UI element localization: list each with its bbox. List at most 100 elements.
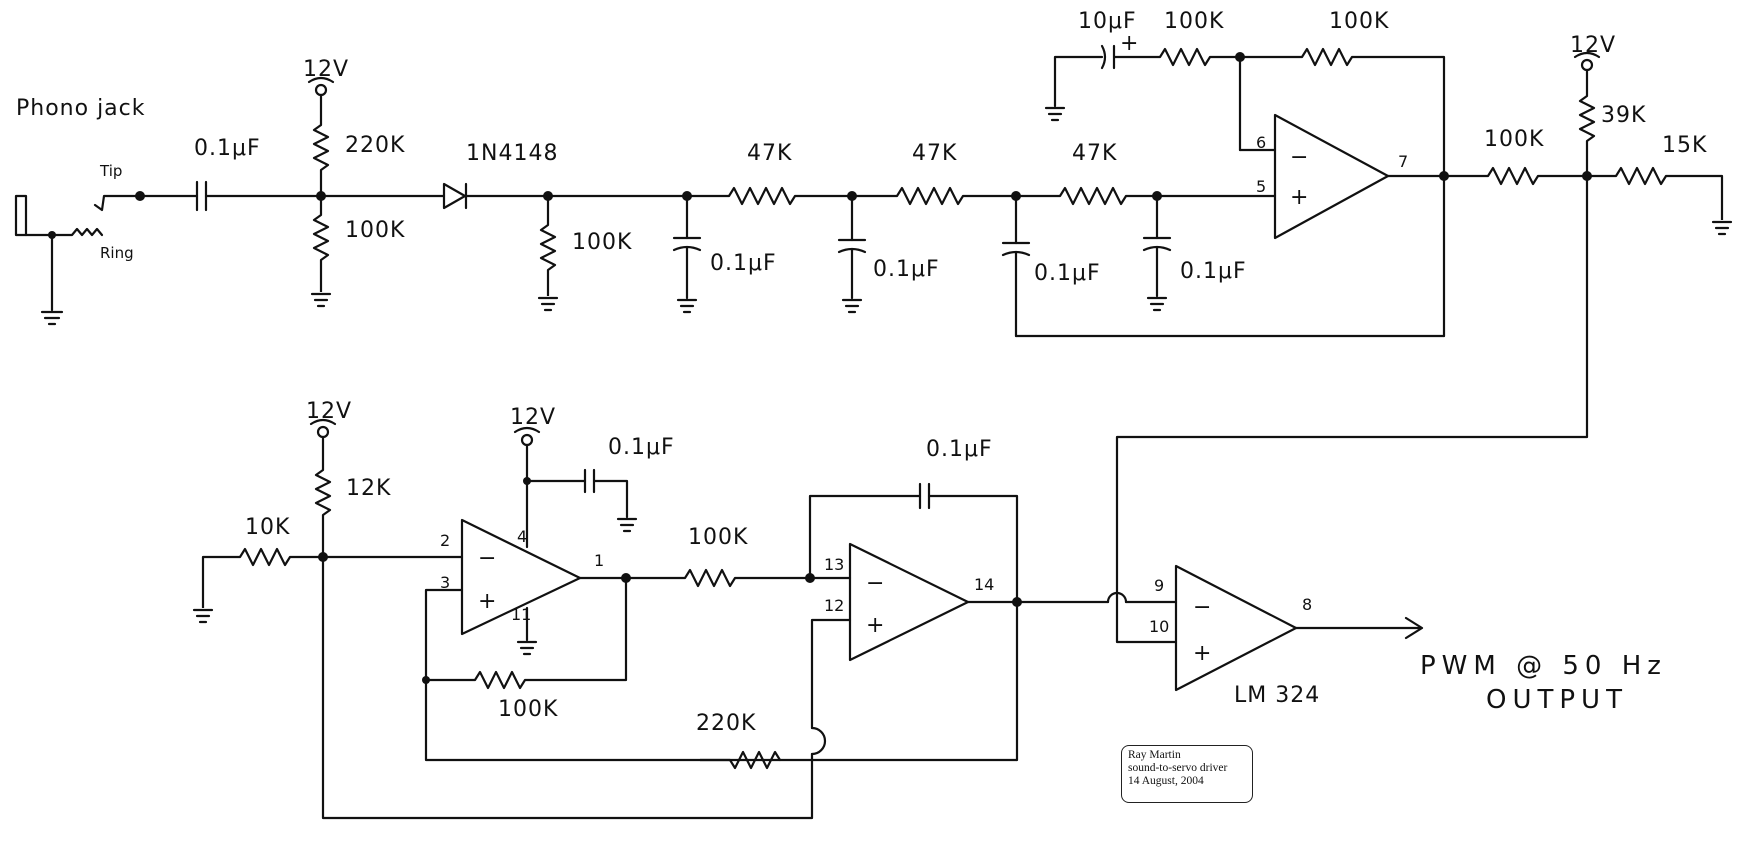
- resistor-39k: [1578, 70, 1596, 176]
- u4-pin-10: 10: [1149, 617, 1169, 636]
- u2-pin-2: 2: [440, 531, 450, 550]
- r-100k-fb-a-label: 100K: [1164, 9, 1224, 34]
- ground-load: [537, 296, 559, 312]
- ground-bias: [310, 292, 332, 308]
- capacitor-10uf: [1100, 44, 1116, 70]
- u4-plus-sign: +: [1193, 641, 1211, 666]
- resistor-47k-3: [1016, 186, 1157, 206]
- u1-pin-7: 7: [1398, 152, 1408, 171]
- r-39k-label: 39K: [1601, 103, 1646, 128]
- c-10uf-label: 10μF: [1078, 9, 1137, 34]
- u2-pin-4: 4: [517, 527, 527, 546]
- c-input-label: 0.1μF: [194, 136, 261, 161]
- resistor-220k-fb: [700, 750, 1017, 770]
- u4-minus-sign: −: [1193, 595, 1211, 620]
- resistor-100k-fb-a: [1114, 47, 1240, 67]
- capacitor-input: [195, 180, 208, 212]
- resistor-10k: [201, 547, 323, 608]
- u2-pin-3: 3: [440, 573, 450, 592]
- resistor-47k-1: [728, 186, 852, 206]
- resistor-47k-2: [852, 186, 1016, 206]
- resistor-100k-fb-b: [1240, 47, 1446, 176]
- c-decouple-label: 0.1μF: [608, 435, 675, 460]
- title-author: Ray Martin: [1128, 749, 1181, 761]
- r-220k-bias-label: 220K: [345, 133, 405, 158]
- resistor-100k-int: [626, 568, 810, 588]
- u3-pin-14: 14: [974, 575, 994, 594]
- output-arrow: [1294, 616, 1424, 640]
- u3-plus-sign: +: [866, 613, 884, 638]
- opamp-u1: [1273, 113, 1390, 240]
- diode-1n4148: [442, 182, 468, 210]
- supply-12v-d-label: 12V: [510, 405, 556, 430]
- title-project: sound-to-servo driver: [1128, 762, 1228, 774]
- ring-label: Ring: [100, 244, 134, 262]
- r-15k-label: 15K: [1662, 133, 1707, 158]
- r-100k-int-label: 100K: [688, 525, 748, 550]
- r-47k-2-label: 47K: [912, 141, 957, 166]
- capacitor-decouple: [583, 468, 596, 494]
- ground-decouple: [616, 517, 638, 533]
- resistor-100k-bias: [312, 196, 330, 292]
- phono-jack: [14, 191, 145, 312]
- ic-name-label: LM 324: [1234, 683, 1320, 708]
- resistor-100k-out: [1444, 166, 1587, 186]
- supply-12v-c-label: 12V: [306, 399, 352, 424]
- tip-label: Tip: [99, 162, 122, 180]
- title-block: Ray Martin sound-to-servo driver 14 Augu…: [1121, 745, 1253, 803]
- ground-filter-1: [676, 298, 698, 314]
- resistor-12k: [314, 437, 332, 557]
- opamp-u3: [848, 542, 970, 662]
- supply-12v-a-label: 12V: [303, 57, 349, 82]
- r-47k-3-label: 47K: [1072, 141, 1117, 166]
- u1-pin-5: 5: [1256, 177, 1266, 196]
- cap-plus-sign: +: [1120, 31, 1138, 56]
- c-filt-3-label: 0.1μF: [1034, 261, 1101, 286]
- supply-12v-d: [513, 426, 541, 447]
- ground-filter-2: [841, 298, 863, 314]
- resistor-100k-hyst: [426, 578, 628, 690]
- resistor-100k-load: [539, 196, 557, 296]
- resistor-220k-bias: [312, 124, 330, 196]
- u1-pin-6: 6: [1256, 133, 1266, 152]
- u1-plus-sign: +: [1290, 185, 1308, 210]
- u2-pin-1: 1: [594, 551, 604, 570]
- u2-plus-sign: +: [478, 589, 496, 614]
- c-int-label: 0.1μF: [926, 437, 993, 462]
- diode-label: 1N4148: [466, 141, 558, 166]
- ground-jack: [40, 310, 64, 326]
- r-100k-load-label: 100K: [572, 230, 632, 255]
- c-filt-2-label: 0.1μF: [873, 257, 940, 282]
- opamp-u2: [460, 518, 582, 636]
- pwm-output-label-line2: OUTPUT: [1486, 685, 1628, 715]
- ground-15k: [1711, 220, 1733, 236]
- r-100k-fb-b-label: 100K: [1329, 9, 1389, 34]
- ground-fb: [1044, 106, 1066, 122]
- r-100k-hyst-label: 100K: [498, 697, 558, 722]
- ground-filter-4: [1146, 296, 1168, 312]
- ground-u2: [516, 640, 538, 656]
- opamp-u4: [1174, 564, 1298, 692]
- u1-minus-sign: −: [1290, 145, 1308, 170]
- r-47k-1-label: 47K: [747, 141, 792, 166]
- r-220k-fb-label: 220K: [696, 711, 756, 736]
- u3-minus-sign: −: [866, 571, 884, 596]
- phono-jack-label: Phono jack: [16, 96, 146, 121]
- u4-pin-9: 9: [1154, 576, 1164, 595]
- u3-pin-13: 13: [824, 555, 844, 574]
- capacitor-integrator: [918, 482, 931, 510]
- u2-pin-11: 11: [511, 605, 531, 624]
- c-filt-4-label: 0.1μF: [1180, 259, 1247, 284]
- title-date: 14 August, 2004: [1128, 775, 1204, 787]
- ground-10k: [192, 608, 214, 624]
- pwm-output-label-line1: PWM @ 50 Hz: [1420, 651, 1667, 681]
- r-100k-out-label: 100K: [1484, 127, 1544, 152]
- c-filt-1-label: 0.1μF: [710, 251, 777, 276]
- u3-pin-12: 12: [824, 596, 844, 615]
- u2-minus-sign: −: [478, 546, 496, 571]
- u4-pin-8: 8: [1302, 595, 1312, 614]
- r-12k-label: 12K: [346, 476, 391, 501]
- supply-12v-b-label: 12V: [1570, 33, 1616, 58]
- r-100k-bias-label: 100K: [345, 218, 405, 243]
